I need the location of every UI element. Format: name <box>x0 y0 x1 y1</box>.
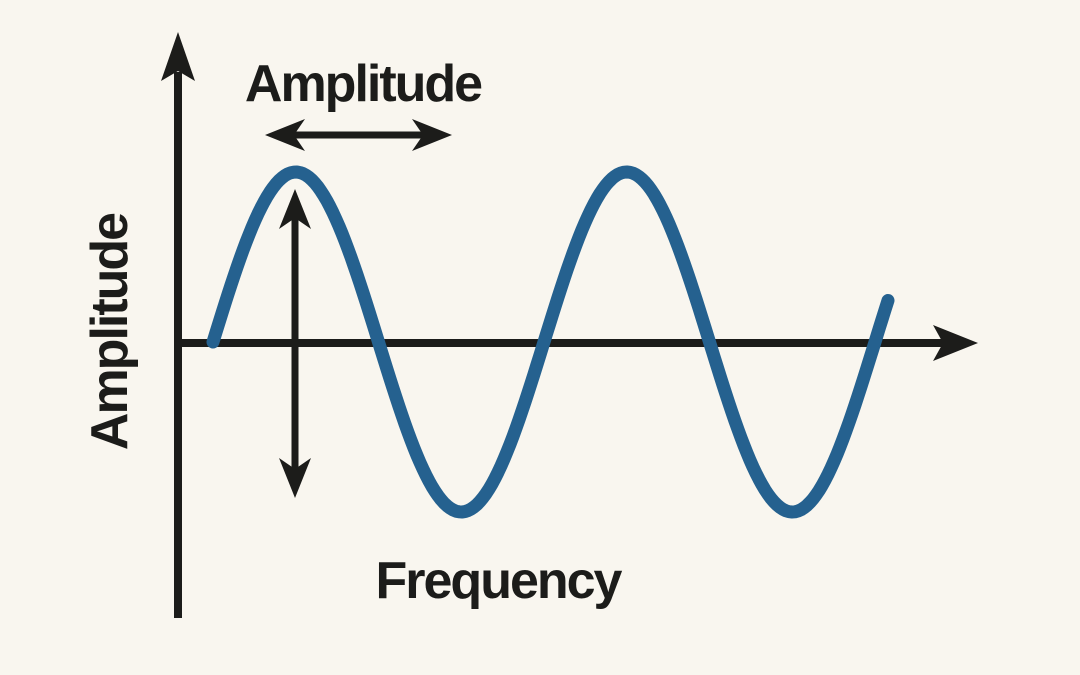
y-axis-label: Amplitude <box>81 213 139 451</box>
y-axis-arrowhead-icon <box>161 32 195 81</box>
x-axis <box>175 325 978 361</box>
y-axis <box>161 32 195 618</box>
amplitude-annotation-label: Amplitude <box>244 55 483 113</box>
sine-wave <box>206 165 895 519</box>
x-axis-label: Frequency <box>375 552 623 610</box>
vertical-double-arrow-icon <box>279 189 311 498</box>
horizontal-double-arrow-icon <box>265 119 452 151</box>
x-axis-arrowhead-icon <box>933 325 978 361</box>
